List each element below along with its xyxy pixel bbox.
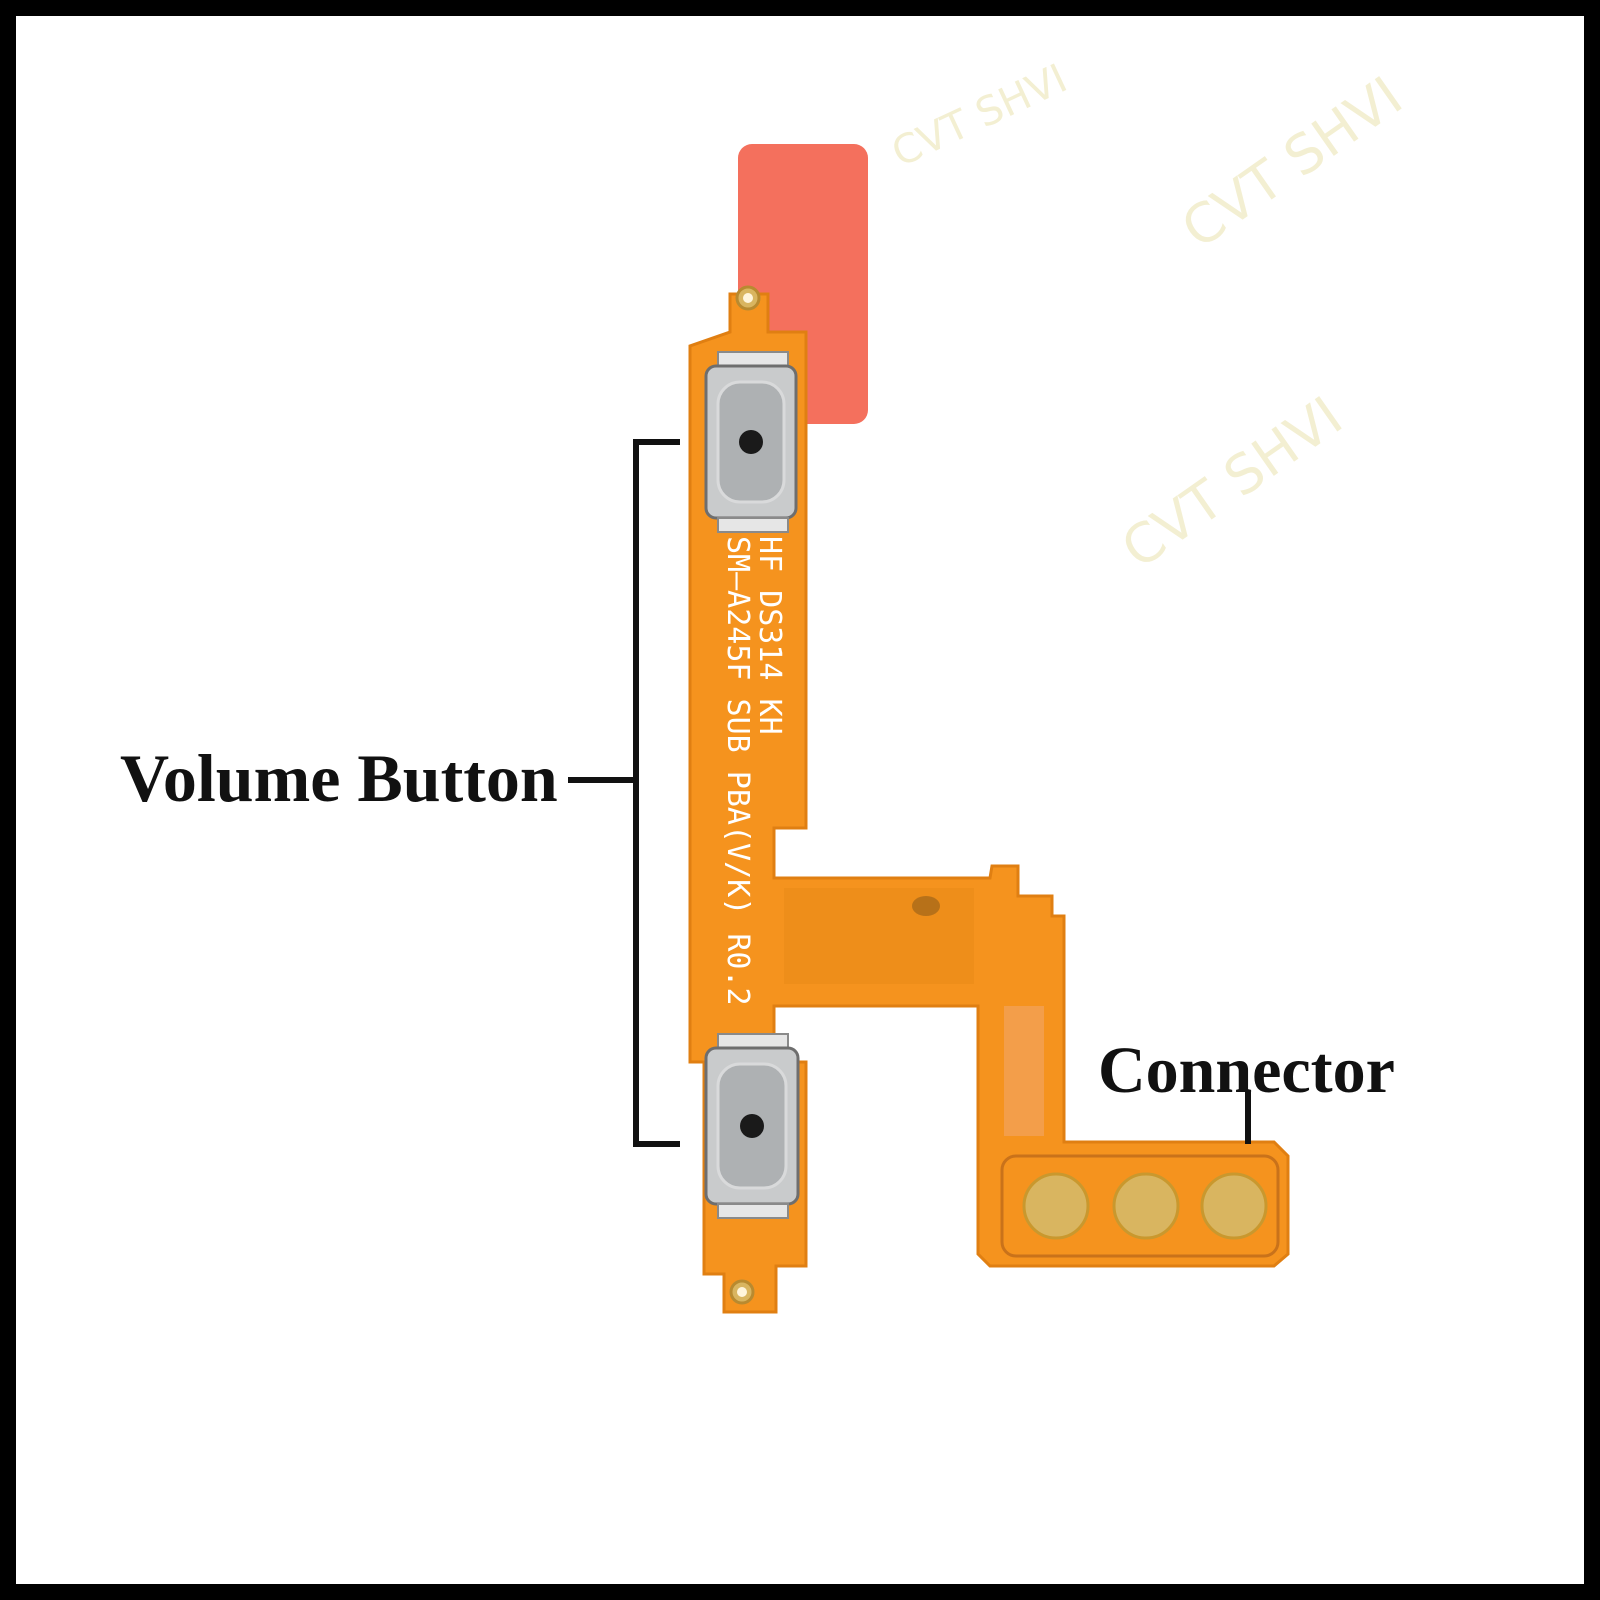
- volume-bracket: [633, 439, 680, 1147]
- mounting-hole-top-center: [743, 293, 753, 303]
- flex-cable-illustration: HF DS314 KH SM–A245F SUB PBA(V/K) R0.2: [568, 144, 1290, 1314]
- diagram-frame: HF DS314 KH SM–A245F SUB PBA(V/K) R0.2 C…: [16, 16, 1584, 1584]
- connector-label: Connector: [1098, 1034, 1395, 1107]
- volume-down-button-tab-top: [717, 1033, 789, 1049]
- flex-neck-mark: [912, 896, 940, 916]
- flex-neck-trace: [784, 888, 974, 984]
- volume-up-button-tab-bottom: [717, 517, 789, 533]
- connector-contact-1: [1022, 1172, 1090, 1240]
- flex-fold-shade: [1004, 1006, 1044, 1136]
- volume-down-button-dimple: [740, 1114, 764, 1138]
- mounting-hole-bottom-center: [737, 1287, 747, 1297]
- volume-up-button-tab-top: [717, 351, 789, 367]
- volume-up-button-dimple: [739, 430, 763, 454]
- connector-contact-area: [1000, 1154, 1280, 1258]
- pcb-print-line-2: SM–A245F SUB PBA(V/K) R0.2: [720, 536, 755, 1006]
- volume-down-button-tab-bottom: [717, 1203, 789, 1219]
- connector-contact-2: [1112, 1172, 1180, 1240]
- connector-contact-3: [1200, 1172, 1268, 1240]
- pcb-print-line-1: HF DS314 KH: [752, 536, 787, 735]
- volume-button-label: Volume Button: [120, 740, 558, 816]
